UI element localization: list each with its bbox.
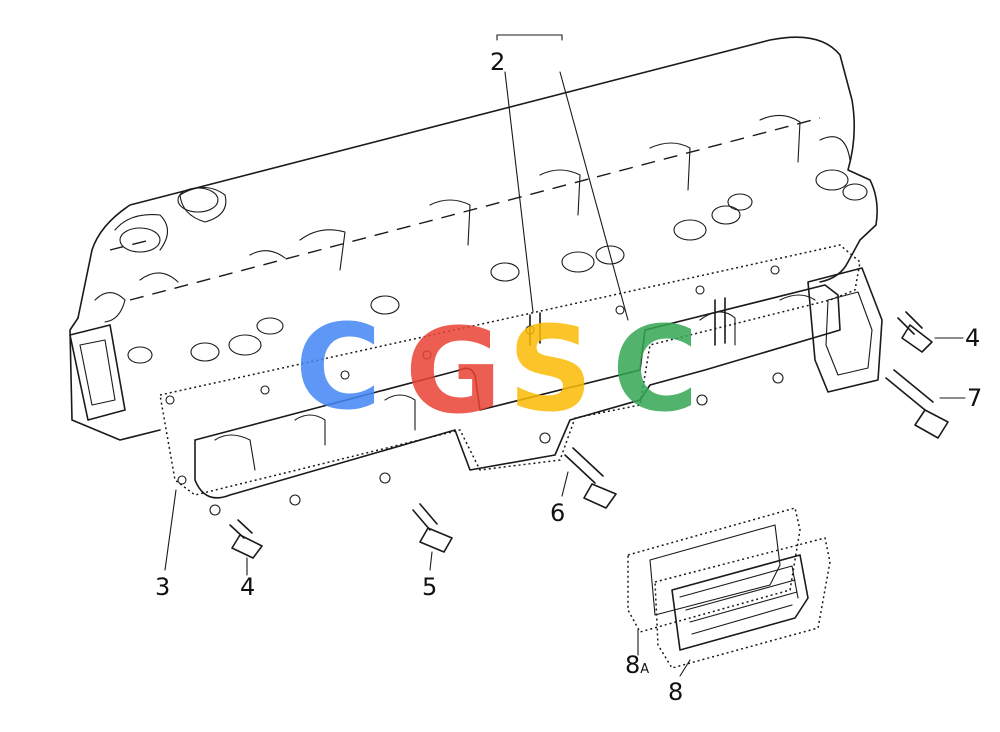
- callout-8a-main: 8: [625, 651, 640, 679]
- left-end-plate: [69, 324, 126, 421]
- callout-8a: 8A: [625, 651, 649, 679]
- bolt-5: [412, 503, 453, 553]
- watermark: C G S C: [295, 298, 699, 440]
- callout-2: 2: [490, 48, 505, 76]
- callout-4-right: 4: [965, 324, 980, 352]
- outlet-flange: [807, 267, 883, 393]
- outlet-gasket-8a: [627, 507, 801, 633]
- bolt-4-right: [897, 311, 933, 353]
- callout-3: 3: [155, 573, 170, 601]
- manifold-gasket: [159, 244, 861, 496]
- watermark-letter-4: C: [612, 300, 699, 438]
- leader-lines: [164, 34, 966, 677]
- head-bolt-row: [119, 169, 868, 364]
- watermark-letter-2: G: [405, 302, 502, 440]
- callout-6: 6: [550, 499, 565, 527]
- bolt-6: [564, 447, 617, 509]
- callout-8: 8: [668, 678, 683, 706]
- watermark-letter-1: C: [295, 298, 382, 436]
- bolt-7: [885, 369, 949, 439]
- callout-7: 7: [967, 384, 982, 412]
- callout-8a-sub: A: [640, 662, 649, 677]
- callout-5: 5: [422, 573, 437, 601]
- exhaust-manifold: [194, 284, 841, 516]
- studs: [529, 297, 726, 346]
- watermark-letter-3: S: [508, 300, 593, 438]
- outlet-gasket-8: [654, 537, 831, 669]
- bolt-4-bottom: [229, 519, 263, 559]
- callout-4-bottom: 4: [240, 573, 255, 601]
- cylinder-head: [69, 36, 878, 441]
